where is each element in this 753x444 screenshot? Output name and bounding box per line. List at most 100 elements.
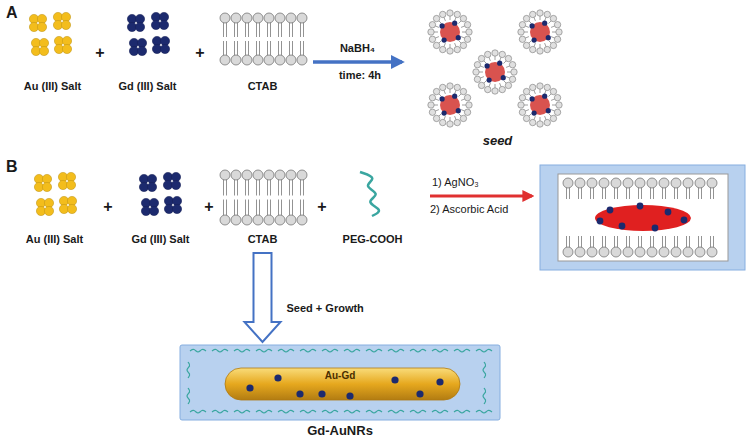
- illustration-shape: [231, 170, 241, 180]
- illustration-shape: [523, 42, 529, 48]
- illustration-shape: [637, 203, 644, 210]
- illustration-shape: [440, 46, 446, 52]
- illustration-shape: [552, 32, 556, 33]
- illustration-shape: [525, 37, 529, 39]
- illustration-shape: [297, 13, 307, 23]
- illustration-shape: [444, 43, 446, 47]
- illustration-shape: [540, 44, 541, 48]
- illustration-shape: [545, 90, 547, 94]
- illustration-shape: [529, 23, 534, 28]
- illustration-shape: [44, 206, 53, 215]
- illustration-shape: [455, 116, 457, 120]
- illustration-shape: [524, 32, 528, 33]
- illustration-shape: [542, 21, 547, 26]
- illustration-shape: [507, 72, 511, 73]
- illustration-shape: [447, 83, 453, 89]
- illustration-shape: [439, 23, 444, 28]
- illustration-shape: [454, 11, 460, 17]
- illustration-shape: [497, 61, 502, 66]
- illustration-shape: [212, 349, 228, 352]
- illustration-shape: [440, 84, 446, 90]
- surfactant-icon: CTAB: [215, 8, 310, 98]
- edge-label: NaBH₄: [340, 42, 375, 54]
- illustration-shape: [551, 26, 555, 28]
- caption-label: Gd-AuNRs: [180, 423, 500, 438]
- illustration-shape: [433, 15, 439, 21]
- illustration-shape: [460, 115, 466, 121]
- illustration-shape: [597, 218, 604, 225]
- illustration-shape: [544, 46, 550, 52]
- illustration-shape: [187, 388, 190, 404]
- seed-group: seed: [405, 5, 590, 153]
- illustration-shape: [532, 110, 537, 115]
- illustration-shape: [540, 117, 541, 121]
- illustration-shape: [599, 178, 609, 188]
- illustration-shape: [464, 36, 470, 42]
- illustration-shape: [391, 376, 398, 383]
- surfactant-icon: CTAB: [215, 160, 310, 250]
- illustration-shape: [647, 178, 657, 188]
- illustration-shape: [534, 90, 536, 94]
- illustration-shape: [450, 89, 451, 93]
- illustration-shape: [478, 82, 484, 88]
- illustration-shape: [529, 96, 534, 101]
- illustration-shape: [428, 29, 434, 35]
- illustration-shape: [39, 46, 48, 55]
- illustration-shape: [458, 40, 461, 43]
- plus-sign: +: [103, 198, 112, 216]
- caption-label: Gd (III) Salt: [105, 80, 190, 92]
- illustration-shape: [683, 178, 693, 188]
- illustration-shape: [440, 119, 446, 125]
- illustration-shape: [509, 76, 515, 82]
- illustration-shape: [455, 17, 457, 21]
- illustration-shape: [440, 22, 460, 42]
- illustration-shape: [545, 17, 547, 21]
- process-arrow: [245, 253, 281, 342]
- illustration-shape: [159, 20, 168, 29]
- illustration-shape: [484, 63, 489, 68]
- illustration-shape: [683, 247, 693, 257]
- illustration-shape: [246, 384, 253, 391]
- illustration-shape: [388, 410, 404, 413]
- illustration-shape: [434, 32, 438, 33]
- illustration-shape: [464, 22, 470, 28]
- illustration-shape: [410, 349, 426, 352]
- illustration-shape: [429, 36, 435, 42]
- illustration-shape: [452, 94, 457, 99]
- illustration-shape: [460, 15, 466, 21]
- illustration-shape: [462, 105, 466, 106]
- illustration-shape: [300, 410, 316, 413]
- illustration-shape: [659, 247, 669, 257]
- illustration-shape: [575, 247, 585, 257]
- illustration-shape: [530, 119, 536, 125]
- illustration-shape: [483, 362, 486, 378]
- illustration-shape: [366, 349, 382, 352]
- illustration-shape: [500, 83, 502, 87]
- illustration-shape: [461, 110, 465, 112]
- illustration-shape: [447, 48, 453, 54]
- illustration-shape: [286, 13, 296, 23]
- illustration-shape: [442, 37, 447, 42]
- illustration-shape: [447, 10, 453, 16]
- illustration-shape: [501, 75, 506, 80]
- illustration-shape: [388, 349, 404, 352]
- illustration-shape: [534, 116, 536, 120]
- illustration-shape: [454, 119, 460, 125]
- illustration-shape: [286, 215, 296, 225]
- illustration-shape: [607, 207, 614, 214]
- illustration-shape: [671, 178, 681, 188]
- illustration-shape: [623, 178, 633, 188]
- illustration-shape: [220, 170, 230, 180]
- illustration-shape: [212, 410, 228, 413]
- illustration-shape: [623, 247, 633, 257]
- illustration-shape: [464, 109, 470, 115]
- illustration-shape: [450, 16, 451, 20]
- illustration-shape: [550, 42, 556, 48]
- illustration-shape: [530, 11, 536, 17]
- illustration-shape: [558, 174, 728, 261]
- illustration-shape: [456, 35, 461, 40]
- illustration-shape: [231, 13, 241, 23]
- illustration-shape: [297, 170, 307, 180]
- illustration-shape: [530, 22, 550, 42]
- illustration-shape: [180, 345, 500, 420]
